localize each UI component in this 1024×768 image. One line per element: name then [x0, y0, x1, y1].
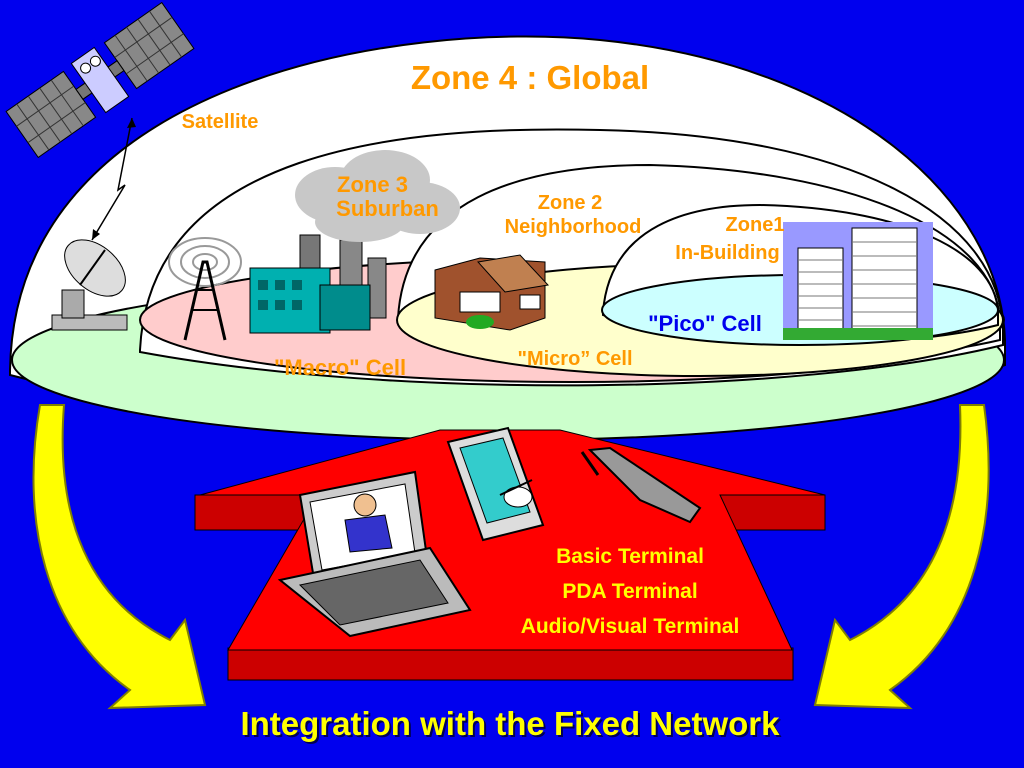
zone3-label: Zone 3	[337, 172, 408, 197]
pico-cell-label: "Pico" Cell	[648, 311, 762, 336]
satellite-label: Satellite	[181, 111, 259, 133]
phone-handset-icon	[580, 446, 702, 524]
ground-station-dish-icon	[51, 239, 128, 331]
suburban-label: Suburban	[336, 196, 439, 221]
neighborhood-label: Neighborhood	[504, 216, 642, 238]
office-buildings-icon	[783, 222, 933, 340]
pda-terminal-icon	[446, 426, 545, 542]
zone4-global-label: Zone 4 : Global	[410, 59, 650, 96]
radio-tower-icon	[168, 237, 242, 341]
satellite-icon	[5, 1, 195, 159]
house-icon	[434, 254, 550, 331]
laptop-terminal-icon	[277, 470, 472, 638]
zone2-label: Zone 2	[537, 192, 603, 214]
footer-title: Integration with the Fixed Network	[240, 705, 780, 742]
left-curved-arrow	[32, 404, 207, 710]
right-curved-arrow	[813, 404, 990, 710]
zone1-label: Zone1	[725, 214, 785, 236]
terminal-av-label: Audio/Visual Terminal	[520, 615, 740, 638]
terminal-basic-label: Basic Terminal	[556, 545, 704, 568]
suburban-cloud	[295, 150, 460, 242]
micro-cell-label: "Micro” Cell	[517, 348, 633, 370]
terminal-pda-label: PDA Terminal	[562, 580, 698, 603]
macro-cell-label: "Macro" Cell	[273, 355, 407, 380]
inbuilding-label: In-Building	[675, 242, 780, 264]
satellite-link	[91, 117, 133, 241]
